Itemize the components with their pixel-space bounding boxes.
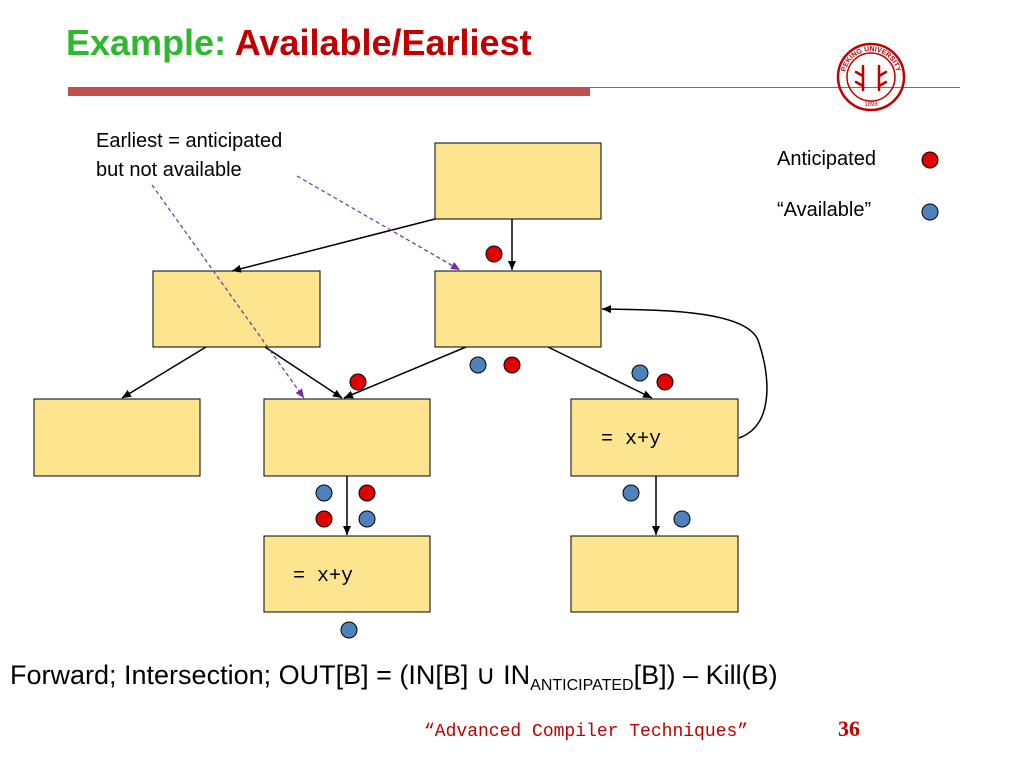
- anticipated-dot-top-upper-right: [485, 245, 503, 263]
- block-top: [434, 142, 602, 220]
- available-dot-center-out-lower: [358, 510, 376, 528]
- edge-upper-left-to-far-left: [121, 346, 207, 399]
- edge-upper-right-to-center: [343, 346, 467, 399]
- course-footer: “Advanced Compiler Techniques”: [424, 722, 749, 742]
- title-prefix: Example:: [66, 22, 227, 63]
- page-number: 36: [838, 716, 860, 741]
- block-upper-right: [434, 270, 602, 348]
- block-middle-center: [263, 398, 431, 477]
- title-underline-thin: [590, 87, 960, 88]
- legend-available-label: “Available”: [777, 199, 872, 221]
- formula-subscript: ANTICIPATED: [530, 677, 634, 694]
- anticipated-dot-center-in: [349, 373, 367, 391]
- block-middle-far-left: [33, 398, 201, 477]
- available-dot-right-in: [631, 364, 649, 382]
- available-dot-right-out-upper: [622, 484, 640, 502]
- legend-available-dot: [921, 203, 939, 221]
- bottom-left-code: = x+y: [293, 565, 353, 588]
- callout-line-2: but not available: [96, 159, 242, 181]
- university-seal-logo: PEKING UNIVERSITY 1898: [836, 42, 906, 112]
- slide-title: Example: Available/Earliest: [66, 22, 532, 64]
- available-dot-upper-right-out: [469, 356, 487, 374]
- block-upper-left: [152, 270, 321, 348]
- anticipated-dot-center-out-lower: [315, 510, 333, 528]
- block-bottom-right: [570, 535, 739, 613]
- block-middle-right: [570, 398, 739, 477]
- edge-top-to-upper-left: [231, 218, 436, 273]
- middle-right-code: = x+y: [601, 428, 661, 451]
- legend-anticipated-dot: [921, 151, 939, 169]
- available-dot-bottom-left-out: [340, 621, 358, 639]
- formula-part-1: Forward; Intersection; OUT[B] = (IN[B] ∪…: [10, 660, 531, 690]
- available-dot-center-out-upper: [315, 484, 333, 502]
- title-main: Available/Earliest: [234, 22, 532, 63]
- legend-anticipated-label: Anticipated: [777, 148, 876, 170]
- anticipated-dot-center-out-upper: [358, 484, 376, 502]
- edge-upper-left-to-center: [264, 346, 343, 399]
- edge-loop-back-right-to-upper-right: [601, 305, 768, 439]
- callout-line-1: Earliest = anticipated: [96, 130, 283, 152]
- anticipated-dot-right-in: [656, 373, 674, 391]
- edge-upper-right-to-right: [547, 346, 653, 399]
- hint-arrow-to-center: [151, 184, 305, 399]
- earliest-callout: Earliest = anticipated but not available: [96, 127, 282, 185]
- logo-year: 1898: [864, 102, 878, 108]
- dataflow-formula: Forward; Intersection; OUT[B] = (IN[B] ∪…: [10, 660, 778, 695]
- title-underline-thick: [68, 87, 590, 96]
- formula-part-2: [B]) – Kill(B): [633, 660, 778, 690]
- hint-arrow-to-upper-right: [296, 175, 461, 271]
- anticipated-dot-upper-right-out: [503, 356, 521, 374]
- block-bottom-left: [263, 535, 431, 613]
- available-dot-right-out-lower: [673, 510, 691, 528]
